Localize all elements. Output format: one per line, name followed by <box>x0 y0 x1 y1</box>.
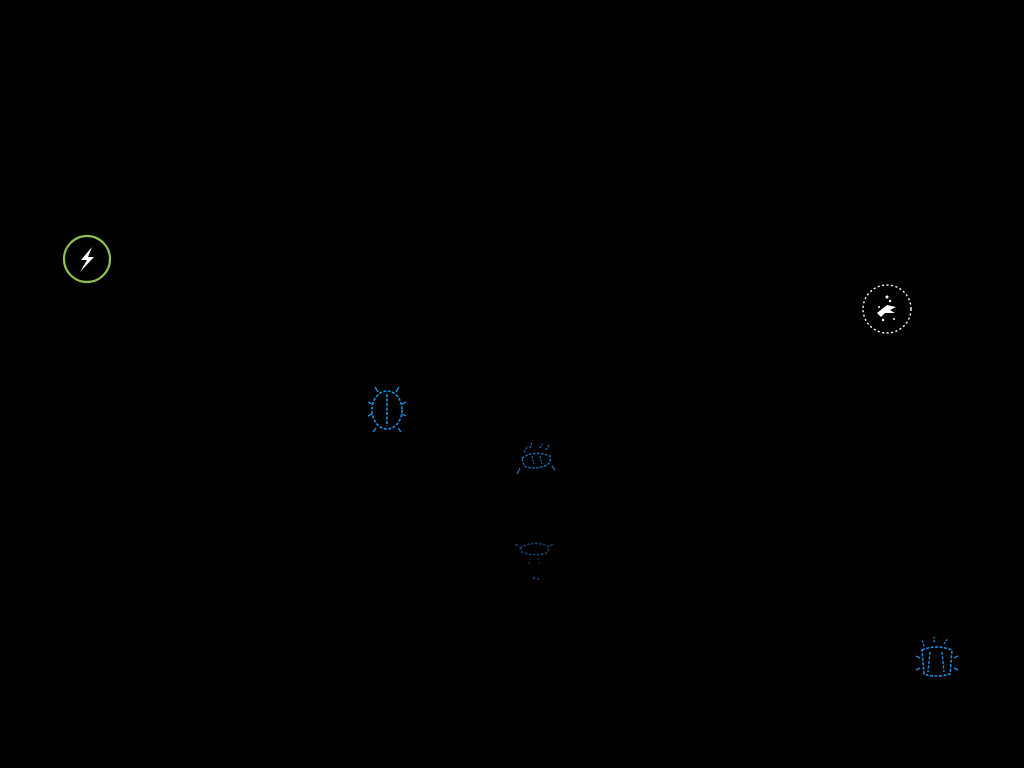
lightning-bolt-icon <box>62 234 112 284</box>
beetle-icon <box>514 542 554 580</box>
beetle-icon <box>367 386 407 433</box>
blue-beetle-small[interactable] <box>514 436 558 478</box>
blue-beetle-large[interactable] <box>366 384 408 434</box>
beetle-icon <box>915 637 959 677</box>
beetle-icon <box>516 441 556 475</box>
blue-beetle-faint[interactable] <box>514 532 554 584</box>
power-orb[interactable] <box>62 234 112 284</box>
blue-beetle-edge[interactable] <box>914 634 960 682</box>
white-spiked-ring[interactable] <box>861 283 913 335</box>
dotted-ring-icon <box>862 284 912 334</box>
